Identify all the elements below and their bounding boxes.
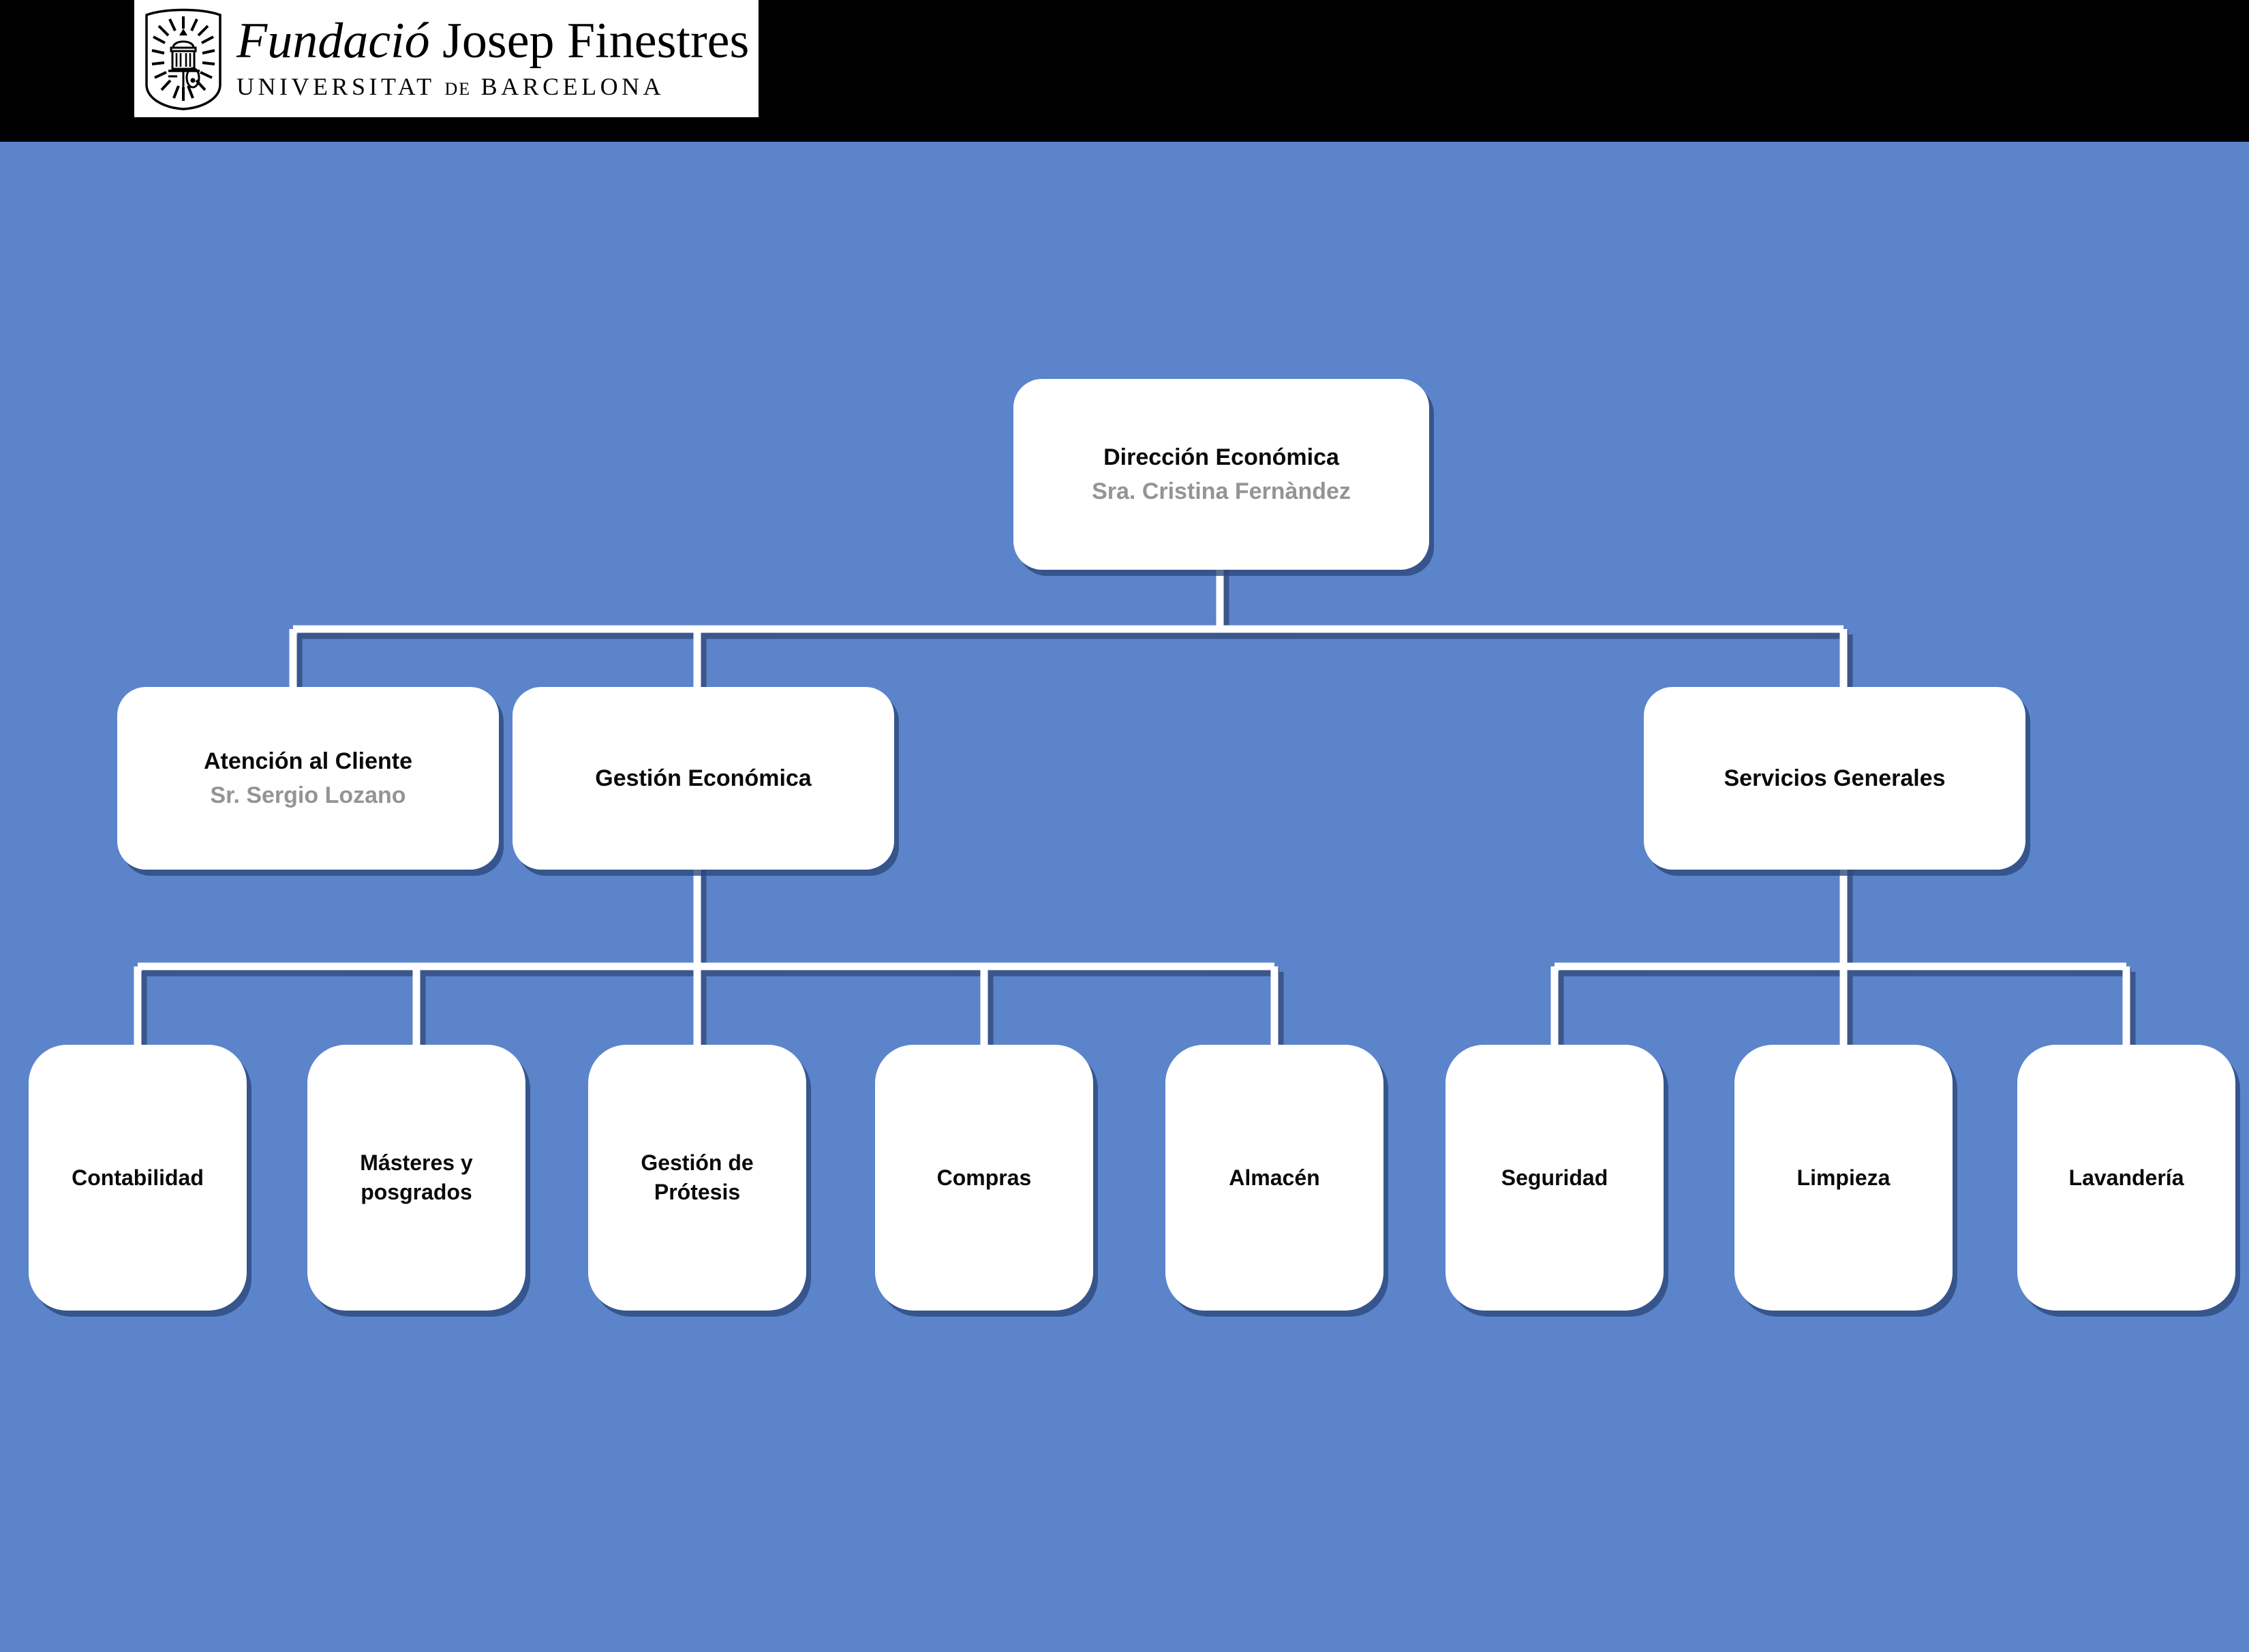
node-gestion-de-protesis[interactable]: Gestión de Prótesis: [588, 1045, 806, 1311]
logo-title-josep-finestres: Josep Finestres: [442, 12, 750, 69]
logo-sub-de: DE: [444, 79, 472, 100]
node-lavanderia[interactable]: Lavandería: [2017, 1045, 2235, 1311]
logo-title-line: Fundació Josep Finestres: [236, 16, 749, 66]
node-limpieza[interactable]: Limpieza: [1734, 1045, 1953, 1311]
logo-subtitle: UNIVERSITAT DE BARCELONA: [236, 72, 749, 101]
node-title: Gestión de Prótesis: [641, 1148, 753, 1207]
node-title: Compras: [936, 1165, 1032, 1190]
node-atencion-al-cliente[interactable]: Atención al Cliente Sr. Sergio Lozano: [117, 687, 499, 870]
institution-logo: Fundació Josep Finestres UNIVERSITAT DE …: [134, 0, 759, 117]
node-title: Almacén: [1229, 1165, 1320, 1190]
node-title: Contabilidad: [72, 1165, 204, 1190]
node-masteres-y-posgrados[interactable]: Másteres y posgrados: [307, 1045, 525, 1311]
logo-sub-universitat: UNIVERSITAT: [236, 73, 435, 101]
node-title: Dirección Económica: [1103, 444, 1339, 470]
university-crest-icon: [145, 8, 221, 110]
node-title: Seguridad: [1501, 1165, 1608, 1190]
logo-sub-barcelona: BARCELONA: [480, 73, 665, 101]
node-servicios-generales[interactable]: Servicios Generales: [1644, 687, 2025, 870]
node-title: Gestión Económica: [595, 765, 812, 791]
node-title: Limpieza: [1796, 1165, 1891, 1190]
node-title: Atención al Cliente: [203, 748, 413, 774]
node-title-line1: Gestión de: [641, 1150, 754, 1176]
node-title-line1: Másteres y: [360, 1150, 473, 1176]
node-seguridad[interactable]: Seguridad: [1445, 1045, 1664, 1311]
node-contabilidad[interactable]: Contabilidad: [29, 1045, 247, 1311]
node-title-line2: Prótesis: [654, 1180, 741, 1204]
logo-wordmark: Fundació Josep Finestres UNIVERSITAT DE …: [226, 16, 749, 102]
node-title: Lavandería: [2068, 1165, 2184, 1190]
org-chart: Dirección Económica Sra. Cristina Fernàn…: [0, 142, 2249, 1652]
node-title: Servicios Generales: [1724, 765, 1946, 791]
node-title: Másteres y posgrados: [360, 1148, 472, 1207]
node-person: Sra. Cristina Fernàndez: [1092, 478, 1351, 504]
node-title-line2: posgrados: [361, 1180, 472, 1204]
node-person: Sr. Sergio Lozano: [210, 782, 406, 808]
logo-title-fundacio: Fundació: [236, 12, 430, 69]
node-direccion-economica[interactable]: Dirección Económica Sra. Cristina Fernàn…: [1013, 379, 1429, 570]
node-almacen[interactable]: Almacén: [1165, 1045, 1383, 1311]
node-gestion-economica[interactable]: Gestión Económica: [512, 687, 894, 870]
node-compras[interactable]: Compras: [875, 1045, 1093, 1311]
connector-layer: [134, 564, 2136, 1048]
